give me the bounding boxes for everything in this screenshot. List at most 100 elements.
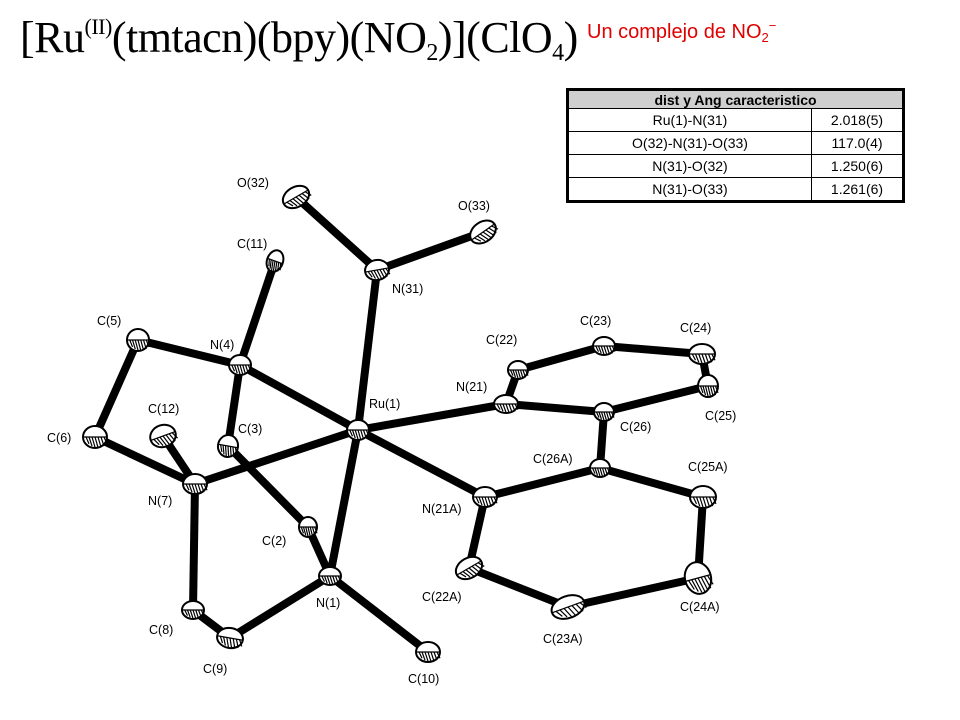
table-row: O(32)-N(31)-O(33) 117.0(4) xyxy=(568,131,903,155)
complex-formula: [Ru(II)(tmtacn)(bpy)(NO2)](ClO4) xyxy=(20,13,578,66)
atom-label-c23: C(23) xyxy=(580,314,611,328)
bond-c6-n7 xyxy=(91,433,199,488)
bond-n4-c11 xyxy=(236,257,279,369)
atom-n4 xyxy=(228,354,252,376)
bond-n31-o33 xyxy=(373,228,487,274)
complex-subtitle: Un complejo de NO2− xyxy=(587,18,777,45)
atom-c12 xyxy=(149,423,179,449)
atom-label-c6: C(6) xyxy=(47,431,71,445)
atom-label-c3: C(3) xyxy=(238,422,262,436)
atom-label-c26: C(26) xyxy=(620,420,651,434)
bond-o32-n31 xyxy=(292,193,381,274)
row-label: O(32)-N(31)-O(33) xyxy=(568,131,812,155)
atom-c11 xyxy=(265,249,285,273)
atom-c8 xyxy=(181,600,205,620)
atom-c24 xyxy=(688,343,716,365)
atom-label-c22: C(22) xyxy=(486,333,517,347)
atom-label-c25a: C(25A) xyxy=(688,460,728,474)
bond-ru1-n21a xyxy=(354,426,489,501)
atom-o33 xyxy=(469,219,499,245)
bonds-layer xyxy=(91,193,712,656)
atom-label-c24a: C(24A) xyxy=(680,600,720,614)
bond-c23-c24 xyxy=(600,342,706,358)
atom-label-c22a: C(22A) xyxy=(422,590,462,604)
atom-c23a xyxy=(550,594,587,620)
bond-c23a-c22a xyxy=(465,564,572,611)
atom-label-o32: O(32) xyxy=(237,176,269,190)
atom-n21 xyxy=(493,394,519,414)
atom-c25a xyxy=(689,485,717,509)
table-row: N(31)-O(32) 1.250(6) xyxy=(568,154,903,178)
atom-c22a xyxy=(454,555,485,581)
atom-label-n21a: N(21A) xyxy=(422,502,462,516)
row-value: 2.018(5) xyxy=(811,108,903,132)
atom-c23 xyxy=(592,336,616,356)
atom-label-c10: C(10) xyxy=(408,672,439,686)
atom-c22 xyxy=(507,360,529,380)
atom-c25 xyxy=(697,374,719,398)
bond-c25-c26 xyxy=(600,382,712,416)
bond-n31-ru1 xyxy=(354,266,381,434)
atom-label-c24: C(24) xyxy=(680,321,711,335)
row-value: 1.250(6) xyxy=(811,154,903,178)
atom-labels-layer: O(32) O(33) C(11) N(31) C(5) N(4) C(22) … xyxy=(47,176,736,686)
atom-label-c26a: C(26A) xyxy=(533,452,573,466)
atom-c10 xyxy=(415,641,441,663)
row-label: Ru(1)-N(31) xyxy=(568,108,812,132)
atom-c24a xyxy=(683,561,714,595)
table-row: Ru(1)-N(31) 2.018(5) xyxy=(568,108,903,132)
bond-c5-c6 xyxy=(91,336,142,441)
atom-c26a xyxy=(589,458,611,478)
atom-n21a xyxy=(472,486,498,508)
bond-c26a-c25a xyxy=(596,464,707,501)
bond-ru1-n21 xyxy=(354,400,510,434)
bond-c26-n21 xyxy=(502,400,608,416)
bond-c9-n1 xyxy=(226,572,334,642)
atom-o32 xyxy=(281,184,312,210)
bond-ru1-n4 xyxy=(236,361,362,434)
atom-n7 xyxy=(182,473,208,495)
row-value: 117.0(4) xyxy=(811,131,903,155)
atom-c5 xyxy=(126,328,150,352)
atom-n31 xyxy=(364,258,391,282)
atom-label-o33: O(33) xyxy=(458,199,490,213)
bond-n4-c3 xyxy=(224,361,244,450)
table-header-row: dist y Ang caracteristico xyxy=(568,90,903,109)
atom-label-c11: C(11) xyxy=(237,237,267,251)
table-header: dist y Ang caracteristico xyxy=(568,90,903,109)
atom-label-n31: N(31) xyxy=(392,282,423,296)
atom-label-n7: N(7) xyxy=(148,494,172,508)
atom-c6 xyxy=(82,425,108,449)
bond-n1-c10 xyxy=(326,572,432,656)
atom-label-n21: N(21) xyxy=(456,380,487,394)
atom-label-c8: C(8) xyxy=(149,623,173,637)
atom-label-ru1: Ru(1) xyxy=(369,397,400,411)
atom-c9 xyxy=(216,626,244,650)
row-value: 1.261(6) xyxy=(811,177,903,201)
atoms-layer xyxy=(82,184,719,663)
atom-label-n1: N(1) xyxy=(316,596,340,610)
atom-label-c5: C(5) xyxy=(97,314,121,328)
bond-c3-c2 xyxy=(224,442,312,531)
atom-label-c12: C(12) xyxy=(148,402,179,416)
bond-c24a-c23a xyxy=(564,574,702,611)
atom-label-c23a: C(23A) xyxy=(543,632,583,646)
atom-c2 xyxy=(298,516,318,538)
table-row: N(31)-O(33) 1.261(6) xyxy=(568,177,903,201)
bond-ru1-n7 xyxy=(191,426,362,488)
atom-n1 xyxy=(318,566,342,586)
atom-label-c9: C(9) xyxy=(203,662,227,676)
atom-c3 xyxy=(216,434,240,458)
bond-ru1-n1 xyxy=(326,426,362,580)
atom-c26 xyxy=(593,402,615,422)
row-label: N(31)-O(33) xyxy=(568,177,812,201)
atom-label-c2: C(2) xyxy=(262,534,286,548)
bond-n7-c8 xyxy=(189,480,199,614)
bond-n4-c5 xyxy=(134,336,244,369)
atom-label-n4: N(4) xyxy=(210,338,234,352)
bond-c26a-n21a xyxy=(481,464,604,501)
atom-ru1 xyxy=(346,419,370,441)
distance-angle-table: dist y Ang caracteristico Ru(1)-N(31) 2.… xyxy=(566,88,905,203)
atom-label-c25: C(25) xyxy=(705,409,736,423)
